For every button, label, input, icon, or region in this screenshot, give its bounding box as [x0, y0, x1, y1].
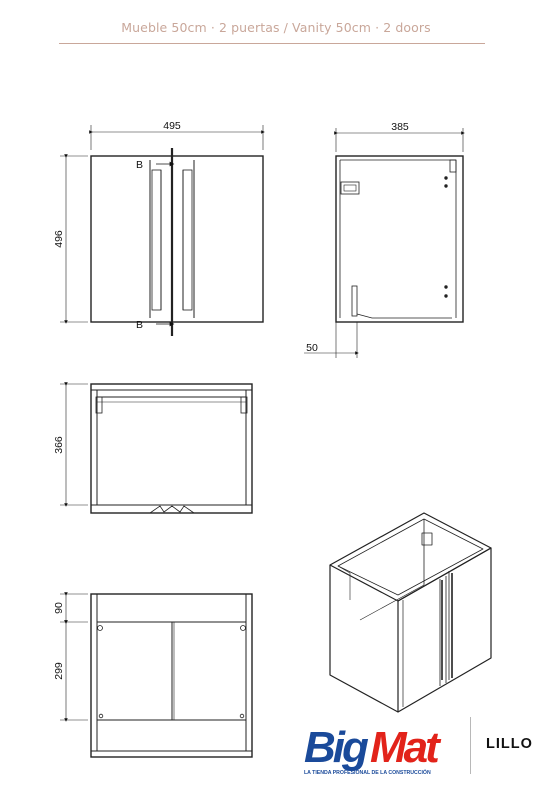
page-title: Mueble 50cm · 2 puertas / Vanity 50cm · …	[121, 20, 431, 35]
svg-text:Mat: Mat	[370, 723, 442, 772]
top-height-label: 366	[53, 436, 65, 454]
bigmat-logo: Big Mat LA TIENDA PROFESIONAL DE LA CONS…	[304, 723, 445, 776]
isometric-view	[329, 512, 492, 713]
back-view	[60, 592, 253, 758]
section-marker-top: B	[136, 159, 143, 171]
section-marker-bottom: B	[136, 319, 143, 331]
svg-text:LA TIENDA PROFESIONAL DE LA CO: LA TIENDA PROFESIONAL DE LA CONSTRUCCIÓN	[304, 768, 431, 776]
side-offset-label: 50	[306, 342, 318, 354]
front-height-label: 496	[53, 230, 65, 248]
front-width-label: 495	[163, 120, 181, 132]
product-name: LILLO	[486, 736, 533, 752]
back-upper-label: 90	[53, 602, 65, 614]
side-view	[304, 128, 465, 358]
top-view	[60, 382, 253, 514]
header-divider	[59, 43, 485, 44]
logo-divider	[470, 717, 471, 774]
svg-text:Big: Big	[304, 723, 369, 772]
front-view	[60, 125, 265, 336]
side-depth-label: 385	[391, 121, 409, 133]
back-lower-label: 299	[53, 662, 65, 680]
